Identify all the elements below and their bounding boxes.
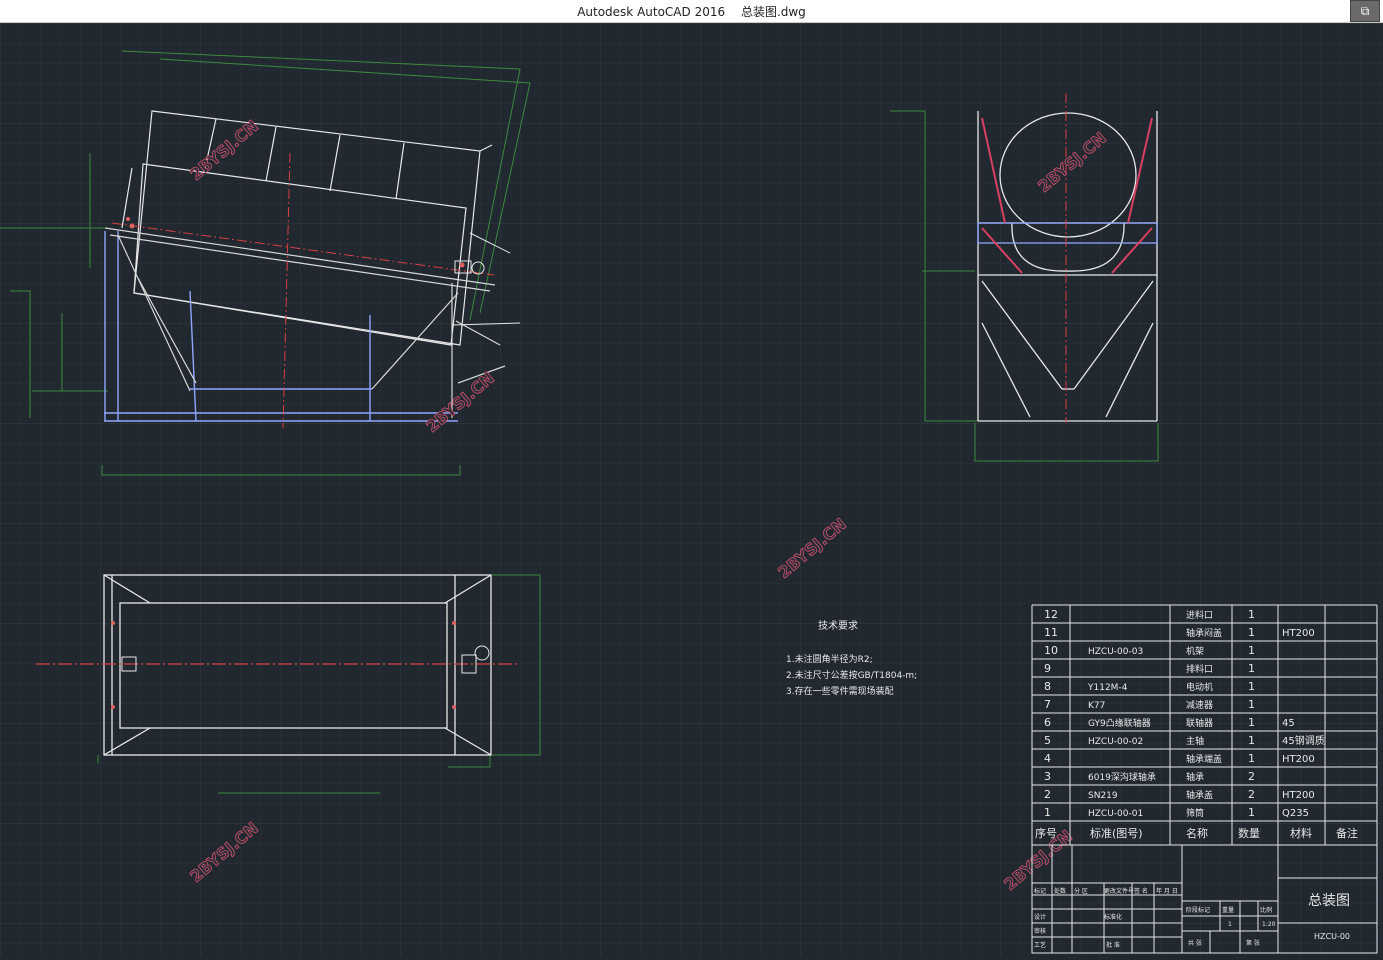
- bom-no: 8: [1044, 680, 1051, 693]
- tb-label-approve: 批 准: [1106, 941, 1120, 949]
- bom-no: 12: [1044, 608, 1058, 621]
- window-title: Autodesk AutoCAD 2016 总装图.dwg: [0, 3, 1383, 20]
- tb-label-sheets: 共 张: [1188, 939, 1202, 947]
- bom-header-std: 标准(图号): [1090, 826, 1143, 840]
- bom-name: 轴承: [1186, 771, 1204, 783]
- bom-no: 7: [1044, 698, 1051, 711]
- bom-qty: 2: [1248, 788, 1255, 801]
- bom-mat: HT200: [1282, 790, 1315, 801]
- tb-label-mark: 标记: [1034, 887, 1046, 895]
- bom-no: 11: [1044, 626, 1058, 639]
- bom-mat: 45钢调质: [1282, 734, 1325, 747]
- bom-mat: HT200: [1282, 628, 1315, 639]
- bom-no: 4: [1044, 752, 1051, 765]
- bom-name: 联轴器: [1186, 717, 1213, 729]
- bom-std: GY9凸缘联轴器: [1088, 717, 1151, 729]
- tech-req-item: 2.未注尺寸公差按GB/T1804-m;: [786, 669, 917, 681]
- bom-header-qty: 数量: [1238, 827, 1260, 840]
- tb-scale: 1:20: [1262, 921, 1276, 928]
- bom-name: 轴承端盖: [1186, 753, 1222, 765]
- bom-qty: 1: [1248, 698, 1255, 711]
- bom-qty: 1: [1248, 680, 1255, 693]
- top-view[interactable]: [36, 574, 541, 794]
- bom-name: 筛筒: [1186, 807, 1204, 819]
- bom-no: 6: [1044, 716, 1051, 729]
- drawing-canvas[interactable]: 2BYSJ.CN 2BYSJ.CN 2BYSJ.CN 2BYSJ.CN 2BYS…: [0, 23, 1383, 956]
- bom-std: SN219: [1088, 791, 1118, 801]
- bom-qty: 1: [1248, 626, 1255, 639]
- bom-no: 5: [1044, 734, 1051, 747]
- bom-std: Y112M-4: [1087, 683, 1128, 693]
- tb-label-count: 处数: [1054, 887, 1066, 895]
- bom-no: 1: [1044, 806, 1051, 819]
- bom-no: 2: [1044, 788, 1051, 801]
- bom-name: 轴承闷盖: [1186, 627, 1222, 639]
- tb-label-stage: 阶段标记: [1186, 906, 1210, 914]
- tb-label-docno: 更改文件号: [1104, 887, 1134, 895]
- bom-no: 10: [1044, 644, 1058, 657]
- tech-req-item: 3.存在一些零件需现场装配: [786, 685, 894, 697]
- bom-header-name: 名称: [1186, 826, 1208, 840]
- technical-requirements[interactable]: 技术要求 1.未注圆角半径为R2; 2.未注尺寸公差按GB/T1804-m; 3…: [786, 619, 917, 697]
- title-block[interactable]: [1031, 844, 1378, 954]
- bom-std: HZCU-00-02: [1088, 737, 1143, 747]
- app-title: Autodesk AutoCAD 2016: [577, 5, 726, 19]
- tb-quantity: 1: [1228, 921, 1232, 928]
- model-grid: [0, 23, 1383, 956]
- tb-label-scale: 比例: [1260, 906, 1272, 914]
- bom-name: 机架: [1186, 645, 1204, 657]
- tech-req-item: 1.未注圆角半径为R2;: [786, 653, 873, 665]
- bom-name: 排料口: [1186, 663, 1213, 675]
- tb-label-sign: 签 名: [1134, 887, 1148, 895]
- bom-qty: 1: [1248, 608, 1255, 621]
- bom-no: 9: [1044, 662, 1051, 675]
- bom-qty: 1: [1248, 734, 1255, 747]
- bom-std: HZCU-00-03: [1088, 647, 1143, 657]
- tb-label-zone: 分 区: [1074, 887, 1088, 895]
- bom-name: 电动机: [1186, 681, 1213, 693]
- file-name: 总装图.dwg: [740, 5, 806, 19]
- bom-header-mat: 材料: [1290, 826, 1312, 840]
- bom-header-no: 序号: [1035, 826, 1057, 840]
- tb-label-standardize: 标准化: [1104, 913, 1122, 921]
- bom-header-note: 备注: [1336, 826, 1358, 840]
- bom-qty: 1: [1248, 662, 1255, 675]
- bom-qty: 1: [1248, 752, 1255, 765]
- bom-qty: 1: [1248, 806, 1255, 819]
- tb-label-date: 年 月 日: [1156, 887, 1178, 895]
- bom-mat: Q235: [1282, 808, 1309, 819]
- window-titlebar: Autodesk AutoCAD 2016 总装图.dwg ⧉: [0, 0, 1383, 23]
- bom-mat: 45: [1282, 718, 1295, 729]
- tb-label-weight: 重量: [1222, 906, 1234, 914]
- bom-qty: 1: [1248, 716, 1255, 729]
- bom-std: HZCU-00-01: [1088, 809, 1143, 819]
- bom-mat: HT200: [1282, 754, 1315, 765]
- bom-name: 轴承盖: [1186, 789, 1213, 801]
- restore-icon[interactable]: ⧉: [1350, 0, 1380, 22]
- tb-label-review: 审核: [1034, 927, 1046, 935]
- tb-label-design: 设计: [1034, 913, 1046, 921]
- bom-qty: 1: [1248, 644, 1255, 657]
- front-view[interactable]: [0, 50, 531, 476]
- bom-name: 减速器: [1186, 699, 1213, 711]
- bom-name: 主轴: [1186, 735, 1204, 747]
- bom-std: K77: [1088, 701, 1105, 711]
- drawing-name: 总装图: [1308, 893, 1350, 909]
- tb-label-sheet: 第 张: [1246, 939, 1260, 947]
- bom-name: 进料口: [1186, 609, 1213, 621]
- tech-req-heading: 技术要求: [818, 619, 858, 632]
- tb-label-process: 工艺: [1034, 941, 1046, 949]
- bom-no: 3: [1044, 770, 1051, 783]
- drawing-number: HZCU-00: [1314, 932, 1350, 941]
- side-view[interactable]: [890, 93, 1159, 462]
- bom-std: 6019深沟球轴承: [1088, 771, 1156, 783]
- bom-qty: 2: [1248, 770, 1255, 783]
